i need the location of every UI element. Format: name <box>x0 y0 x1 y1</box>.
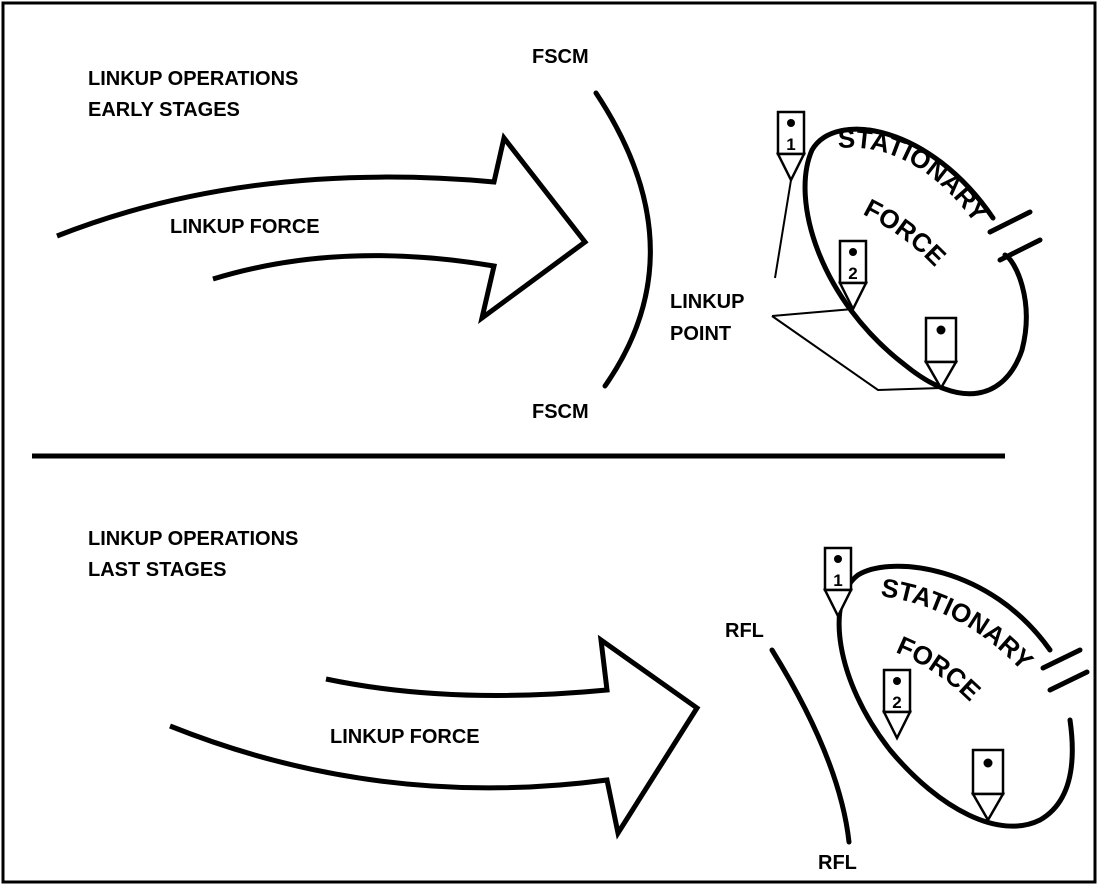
bottom-stationary-force-boundary <box>836 563 1075 829</box>
top-leader-line-1 <box>774 179 792 279</box>
top-title-line1: LINKUP OPERATIONS <box>88 68 298 90</box>
top-boundary-break-mark-2 <box>997 237 1043 263</box>
top-boundary-break-mark-1 <box>987 209 1033 235</box>
bottom-marker-2-number: 2 <box>892 693 901 712</box>
top-linkup-point-marker-2: 2 <box>837 239 869 312</box>
top-stationary-label: STATIONARY <box>838 123 994 227</box>
bottom-title-line1: LINKUP OPERATIONS <box>88 528 298 550</box>
top-leader-line-3 <box>771 315 942 392</box>
bottom-rfl-label-bottom: RFL <box>818 852 857 874</box>
top-linkup-point-label-line1: LINKUP <box>670 291 744 313</box>
top-stationary-force-boundary <box>802 126 1029 397</box>
top-title-line2: EARLY STAGES <box>88 99 240 121</box>
bottom-linkup-point-marker-1: 1 <box>822 546 854 619</box>
bottom-rfl-label-top: RFL <box>725 620 764 642</box>
bottom-linkup-point-marker-2: 2 <box>881 668 913 741</box>
top-leader-line-2 <box>771 308 854 317</box>
bottom-panel: LINKUP OPERATIONS LAST STAGES LINKUP FOR… <box>88 528 1090 874</box>
bottom-rfl-line <box>769 647 852 845</box>
bottom-linkup-point-marker-3 <box>970 748 1006 823</box>
top-linkup-force-label: LINKUP FORCE <box>170 216 320 238</box>
top-fscm-label-top: FSCM <box>532 46 589 68</box>
bottom-boundary-break-mark-1 <box>1040 647 1083 671</box>
top-force-label: FORCE <box>859 193 952 272</box>
top-fscm-label-bottom: FSCM <box>532 401 589 423</box>
bottom-marker-1-number: 1 <box>833 571 842 590</box>
bottom-title-line2: LAST STAGES <box>88 559 227 581</box>
bottom-linkup-force-label: LINKUP FORCE <box>330 726 480 748</box>
top-marker-2-number: 2 <box>848 264 857 283</box>
top-fscm-line <box>593 90 653 389</box>
top-marker-1-number: 1 <box>786 135 795 154</box>
bottom-linkup-force-arrow <box>169 634 701 840</box>
bottom-boundary-break-mark-2 <box>1047 669 1090 693</box>
top-linkup-force-arrow <box>56 132 589 325</box>
top-linkup-point-marker-1: 1 <box>775 110 807 183</box>
top-linkup-point-marker-3 <box>923 316 959 391</box>
top-linkup-point-label-line2: POINT <box>670 323 731 345</box>
top-panel: LINKUP OPERATIONS EARLY STAGES LINKUP FO… <box>56 46 1043 423</box>
